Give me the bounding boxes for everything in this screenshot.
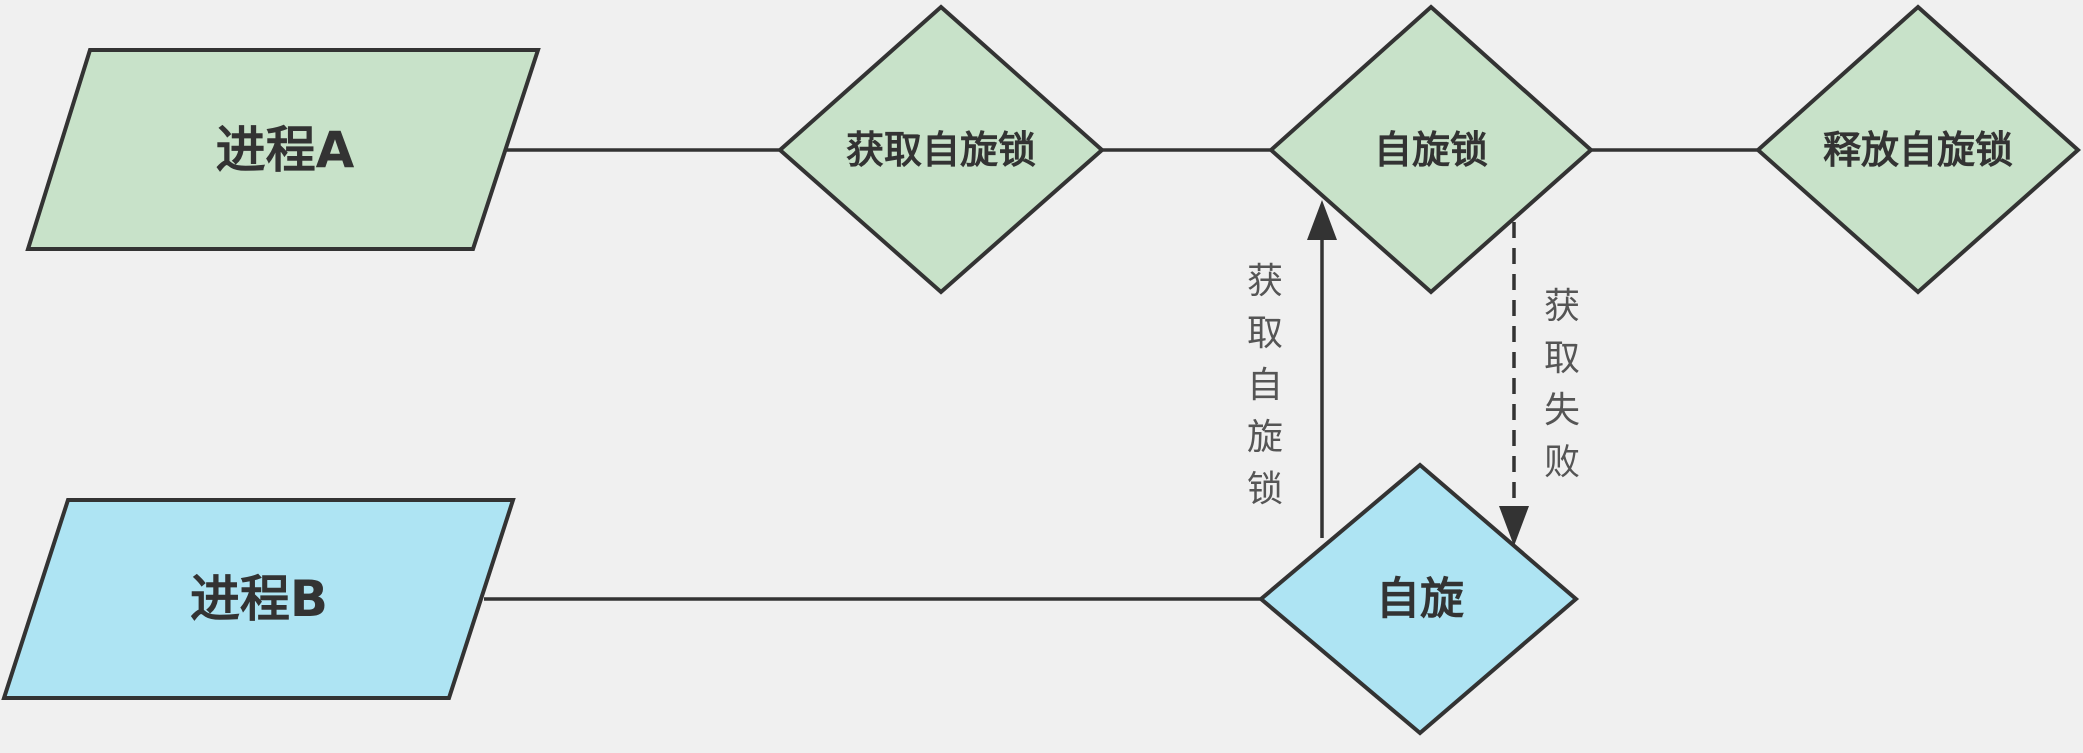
arrowhead-down <box>1499 506 1529 546</box>
acquire-edge-label: 获 取 自 旋 锁 <box>1247 261 1283 510</box>
process-b-shape <box>1 498 516 700</box>
spin-diamond <box>1257 462 1580 736</box>
acquire-edge-char: 锁 <box>1247 469 1283 510</box>
fail-edge-char: 获 <box>1544 286 1580 327</box>
fail-edge-char: 取 <box>1544 338 1580 379</box>
spin-label: 自旋 <box>1376 574 1464 625</box>
fail-edge-char: 失 <box>1544 390 1580 431</box>
fail-edge-label: 获 取 失 败 <box>1544 286 1580 483</box>
process-a-label: 进程A <box>216 121 355 179</box>
acquire-edge-char: 获 <box>1247 261 1283 302</box>
release-lock-label: 释放自旋锁 <box>1823 128 2013 172</box>
process-a-shape <box>25 48 541 251</box>
acquire-lock-diamond <box>776 4 1106 295</box>
fail-edge-char: 败 <box>1544 442 1580 483</box>
acquire-edge-char: 取 <box>1247 313 1283 354</box>
spin-lock-diamond <box>1267 4 1595 295</box>
release-lock-diamond <box>1754 4 2082 295</box>
spin-lock-label: 自旋锁 <box>1374 128 1488 172</box>
acquire-edge-char: 旋 <box>1247 417 1283 458</box>
acquire-lock-label: 获取自旋锁 <box>846 128 1036 172</box>
arrowhead-up <box>1307 200 1337 240</box>
process-b-label: 进程B <box>190 570 328 628</box>
acquire-edge-char: 自 <box>1247 365 1283 406</box>
